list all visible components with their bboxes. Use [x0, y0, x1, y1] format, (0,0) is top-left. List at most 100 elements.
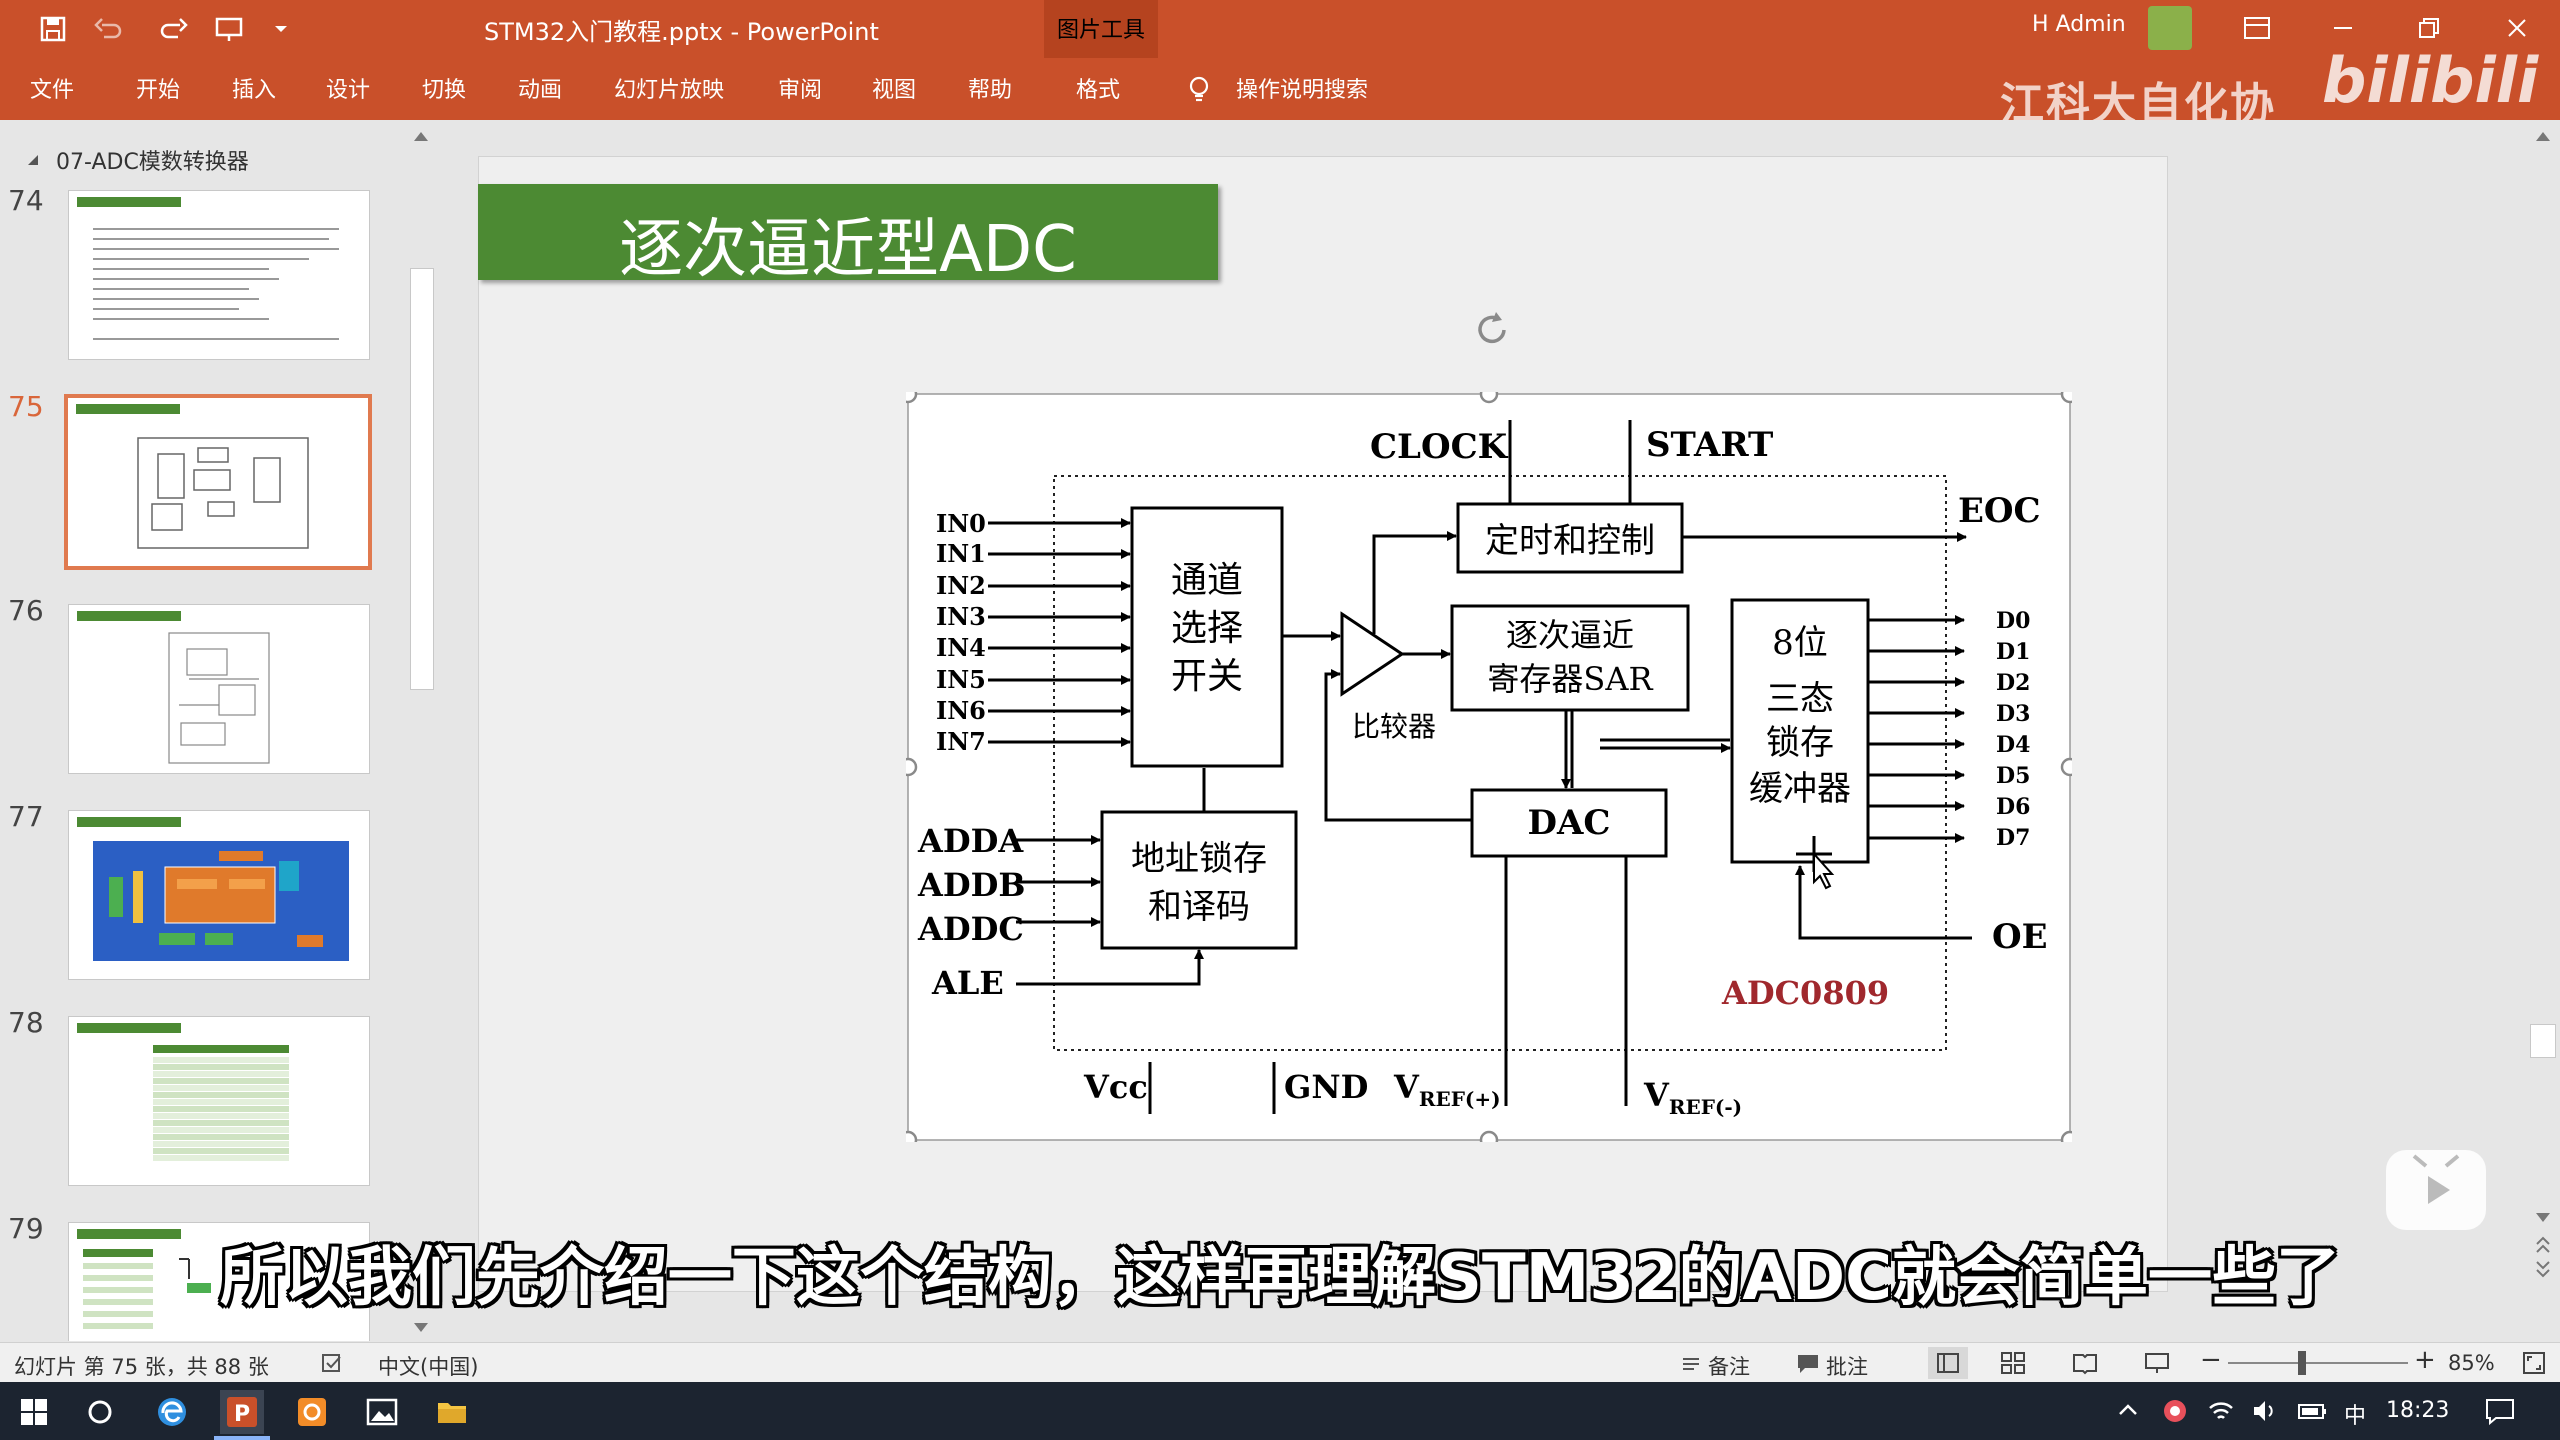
selection-handles[interactable] [906, 392, 2072, 1142]
spellcheck-icon[interactable] [320, 1351, 344, 1380]
sar-line-1: 逐次逼近 [1506, 616, 1634, 654]
thumbnail-scroll-thumb[interactable] [410, 268, 434, 690]
slide-counter[interactable]: 幻灯片 第 75 张，共 88 张 [14, 1355, 269, 1379]
slide-thumbnail-75[interactable] [64, 394, 372, 570]
network-icon[interactable] [2206, 1396, 2236, 1430]
reading-view-icon[interactable] [2072, 1351, 2098, 1380]
slide-scrollbar[interactable] [2530, 124, 2556, 1284]
comments-button[interactable]: 批注 [1826, 1355, 1868, 1379]
battery-icon[interactable] [2296, 1396, 2328, 1430]
start-label: START [1646, 425, 1773, 465]
notification-center-icon[interactable] [2484, 1396, 2516, 1430]
input-label-in5: IN5 [936, 665, 986, 694]
tell-me-search[interactable]: 操作说明搜索 [1236, 78, 1369, 103]
tray-app-icon[interactable] [2160, 1396, 2190, 1430]
ime-indicator[interactable]: 中 [2344, 1404, 2367, 1429]
adc0809-diagram[interactable]: CLOCK START EOC IN0 IN1 IN2 IN3 IN4 IN5 … [906, 392, 2072, 1142]
slide-thumbnail-77[interactable] [68, 810, 370, 980]
notes-icon[interactable] [1680, 1353, 1702, 1380]
tab-design[interactable]: 设计 [326, 78, 371, 103]
chip-boundary [1053, 475, 1947, 1051]
present-from-start-icon[interactable] [212, 12, 246, 46]
restore-icon[interactable] [2404, 8, 2454, 48]
powerpoint-app-icon[interactable]: P [220, 1390, 264, 1434]
tab-review[interactable]: 审阅 [778, 78, 823, 103]
title-bar: STM32入门教程.pptx - PowerPoint H Admin [0, 0, 2560, 58]
customize-toolbar-icon[interactable] [264, 12, 298, 46]
scroll-up-icon[interactable] [2534, 128, 2552, 147]
avatar[interactable] [2148, 6, 2192, 50]
scroll-down-icon[interactable] [2534, 1210, 2552, 1229]
edge-browser-icon[interactable] [150, 1390, 194, 1434]
scroll-up-icon[interactable] [412, 128, 430, 147]
save-icon[interactable] [36, 12, 70, 46]
dac-label: DAC [1528, 803, 1611, 843]
thumb-number: 78 [8, 1006, 44, 1039]
slide-sorter-icon[interactable] [2000, 1351, 2026, 1380]
timing-control-block [1456, 502, 1684, 574]
input-label-in0: IN0 [936, 509, 986, 538]
zoom-slider-thumb[interactable] [2298, 1351, 2306, 1375]
slide-scroll-thumb[interactable] [2530, 1024, 2556, 1058]
app-icon-orange[interactable] [290, 1390, 334, 1434]
comment-icon[interactable] [1796, 1353, 1820, 1380]
normal-view-icon[interactable] [1928, 1347, 1968, 1379]
ribbon-tabs: 文件 开始 插入 设计 切换 动画 幻灯片放映 审阅 视图 帮助 格式 操作说明… [0, 44, 2560, 130]
rotate-handle-icon[interactable] [1470, 308, 1514, 356]
language-indicator[interactable]: 中文(中国) [378, 1355, 479, 1379]
clock-label: CLOCK [1370, 427, 1509, 467]
slide-thumbnail-76[interactable] [68, 604, 370, 774]
ribbon-display-options-icon[interactable] [2232, 8, 2282, 48]
tab-view[interactable]: 视图 [872, 78, 917, 103]
show-hidden-icons-icon[interactable] [2116, 1400, 2140, 1424]
tab-format[interactable]: 格式 [1076, 78, 1121, 103]
tab-insert[interactable]: 插入 [232, 78, 277, 103]
thumb-header [77, 197, 181, 207]
slide-thumbnail-74[interactable] [68, 190, 370, 360]
fit-to-window-icon[interactable] [2522, 1351, 2546, 1380]
lightbulb-icon [1184, 74, 1214, 108]
video-subtitle: 所以我们先介绍一下这个结构，这样再理解STM32的ADC就会简单一些了 [219, 1241, 2341, 1315]
notes-button[interactable]: 备注 [1708, 1355, 1750, 1379]
previous-slide-icon[interactable] [2534, 1236, 2552, 1258]
buffer-line-1: 8位 [1772, 623, 1828, 663]
user-name[interactable]: H Admin [2032, 12, 2126, 37]
slide-thumbnail-78[interactable] [68, 1016, 370, 1186]
tab-file[interactable]: 文件 [30, 78, 75, 103]
tab-animations[interactable]: 动画 [518, 78, 563, 103]
windows-start-icon[interactable] [12, 1390, 56, 1434]
tab-home[interactable]: 开始 [136, 78, 181, 103]
slide-thumbnail-79[interactable] [68, 1222, 370, 1341]
tab-transitions[interactable]: 切换 [422, 78, 467, 103]
minimize-icon[interactable] [2318, 8, 2368, 48]
video-play-button[interactable] [2386, 1150, 2486, 1230]
zoom-out-icon[interactable]: − [2200, 1345, 2222, 1375]
channel-mux-block [1130, 506, 1284, 768]
zoom-in-icon[interactable]: + [2414, 1345, 2436, 1375]
picture-tools-label: 图片工具 [1056, 18, 1145, 43]
file-explorer-icon[interactable] [430, 1390, 474, 1434]
output-label-d5: D5 [1996, 763, 2030, 789]
slideshow-view-icon[interactable] [2144, 1351, 2170, 1380]
slide-title-box[interactable]: 逐次逼近型ADC [478, 184, 1218, 287]
clock-time[interactable]: 18:23 [2386, 1398, 2450, 1423]
output-buffer-block [1730, 598, 1870, 864]
scroll-down-icon[interactable] [412, 1320, 430, 1339]
output-label-d6: D6 [1996, 794, 2030, 820]
section-collapse-icon[interactable] [26, 152, 40, 171]
close-icon[interactable] [2492, 8, 2542, 48]
section-label[interactable]: 07-ADC模数转换器 [56, 150, 249, 175]
redo-icon[interactable] [156, 12, 190, 46]
undo-icon[interactable] [92, 12, 126, 46]
volume-icon[interactable] [2250, 1396, 2280, 1430]
next-slide-icon[interactable] [2534, 1260, 2552, 1282]
addr-label-addb: ADDB [917, 866, 1025, 904]
zoom-slider[interactable] [2228, 1362, 2408, 1364]
zoom-level[interactable]: 85% [2448, 1351, 2495, 1375]
vref-neg-label: VREF(-) [1643, 1076, 1742, 1119]
search-icon[interactable] [78, 1390, 122, 1434]
timing-label: 定时和控制 [1485, 521, 1655, 561]
photos-app-icon[interactable] [360, 1390, 404, 1434]
tab-slideshow[interactable]: 幻灯片放映 [614, 78, 725, 103]
tab-help[interactable]: 帮助 [968, 78, 1013, 103]
